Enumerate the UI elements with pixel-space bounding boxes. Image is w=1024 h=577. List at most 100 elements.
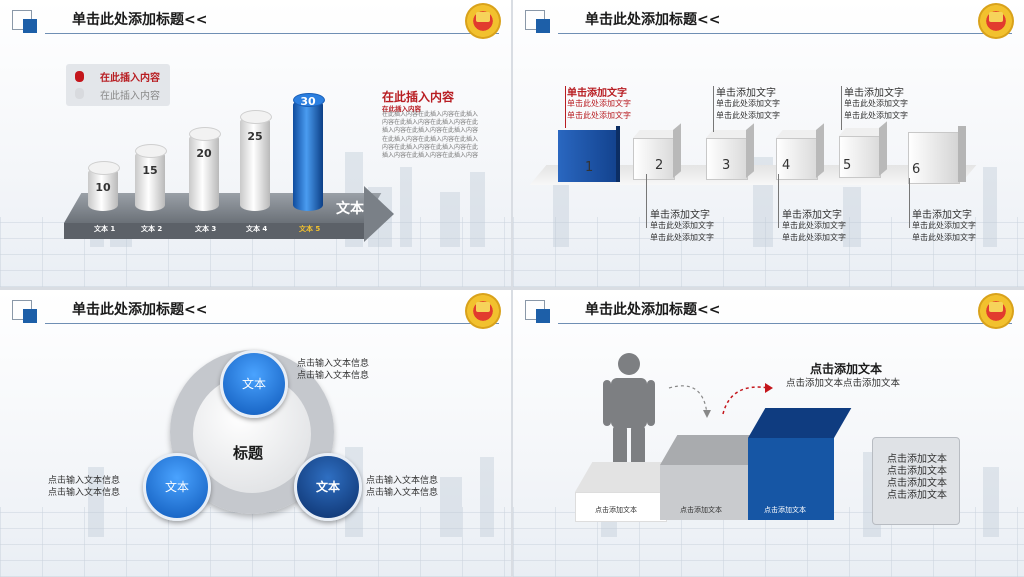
slide-title[interactable]: 单击此处添加标题<< xyxy=(72,302,208,318)
info-text-right[interactable]: 点击输入文本信息 点击输入文本信息 xyxy=(366,475,438,499)
label-title-6[interactable]: 单击添加文字 xyxy=(912,210,972,221)
arrow-text[interactable]: 文本 xyxy=(336,201,364,217)
right-body-text[interactable]: 在此插入内容在此插入内容在此插入内容在此插入内容在此插入内容在此插入内容在此插入… xyxy=(382,111,479,160)
bar-cylinder[interactable]: 20 xyxy=(189,127,221,211)
bar-category-label[interactable]: 文本 2 xyxy=(141,225,163,233)
header-square-blue xyxy=(23,309,37,323)
bar-value-label[interactable]: 15 xyxy=(142,164,158,177)
cube-4[interactable]: 4 xyxy=(776,123,824,180)
connector-line xyxy=(841,86,842,130)
right-subtitle[interactable]: 在此插入内容 xyxy=(382,105,421,113)
slide-title[interactable]: 单击此处添加标题<< xyxy=(585,12,721,28)
step-1[interactable]: 点击添加文本 xyxy=(575,462,683,522)
label-title-1[interactable]: 单击添加文字 xyxy=(567,88,627,99)
grid-floor xyxy=(0,507,511,577)
bar-cylinder[interactable]: 25 xyxy=(240,110,272,211)
label-line[interactable]: 单击此处添加文字 xyxy=(912,233,976,242)
header-line xyxy=(45,33,499,34)
arrow-platform-front xyxy=(64,223,367,239)
slide-1[interactable]: 单击此处添加标题<< 在此插入内容 在此插入内容 文本 10 文本 1 15 文本 2… xyxy=(0,0,511,287)
slide4-subtitle[interactable]: 点击添加文本点击添加文本 xyxy=(786,378,901,389)
bar-value-label[interactable]: 10 xyxy=(95,181,111,194)
connector-line xyxy=(713,86,714,132)
bar-cylinder[interactable]: 10 xyxy=(88,161,120,211)
chart-legend: 在此插入内容 在此插入内容 xyxy=(66,64,170,106)
legend-label-1[interactable]: 在此插入内容 xyxy=(100,73,160,84)
info-text-top[interactable]: 点击输入文本信息 点击输入文本信息 xyxy=(297,358,369,382)
connector-line xyxy=(909,178,910,228)
step-2[interactable]: 点击添加文本 xyxy=(660,435,766,520)
label-line[interactable]: 单击此处添加文字 xyxy=(567,99,631,108)
header-square-blue xyxy=(23,19,37,33)
cube-number: 3 xyxy=(722,158,731,173)
label-title-2[interactable]: 单击添加文字 xyxy=(650,210,710,221)
slide-2[interactable]: 单击此处添加标题<< 1 2 3 4 5 xyxy=(513,0,1024,287)
cube-1[interactable]: 1 xyxy=(558,126,620,182)
label-line[interactable]: 单击此处添加文字 xyxy=(650,233,714,242)
cube-number: 6 xyxy=(912,162,921,177)
bar-cylinder[interactable]: 30 xyxy=(293,93,325,211)
bar-cylinder[interactable]: 15 xyxy=(135,144,167,211)
step-label: 点击添加文本 xyxy=(680,506,722,514)
slide-title[interactable]: 单击此处添加标题<< xyxy=(585,302,721,318)
info-line: 点击输入文本信息 xyxy=(297,371,370,381)
info-line: 点击输入文本信息 xyxy=(48,476,121,486)
bar-value-label[interactable]: 30 xyxy=(300,95,316,108)
slide-header: 单击此处添加标题<< xyxy=(513,0,1024,40)
legend-gray-cylinder-icon xyxy=(75,88,84,99)
cube-3[interactable]: 3 xyxy=(706,123,754,180)
slide4-title[interactable]: 点击添加文本 xyxy=(810,362,883,376)
label-line[interactable]: 单击此处添加文字 xyxy=(650,221,714,230)
header-square-blue xyxy=(536,19,550,33)
label-title-4[interactable]: 单击添加文字 xyxy=(782,210,842,221)
header-line xyxy=(45,323,499,324)
cube-2[interactable]: 2 xyxy=(633,123,681,180)
label-line[interactable]: 单击此处添加文字 xyxy=(782,233,846,242)
cube-number: 4 xyxy=(782,158,791,173)
cube-number: 2 xyxy=(655,158,664,173)
label-line[interactable]: 单击此处添加文字 xyxy=(567,111,631,120)
bar-category-label[interactable]: 文本 4 xyxy=(246,225,268,233)
callout-line: 点击添加文本 xyxy=(887,478,947,489)
cube-6[interactable]: 6 xyxy=(908,126,968,184)
label-line[interactable]: 单击此处添加文字 xyxy=(782,221,846,230)
label-title-3[interactable]: 单击添加文字 xyxy=(716,88,776,99)
right-title[interactable]: 在此插入内容 xyxy=(382,90,455,104)
slide-4[interactable]: 单击此处添加标题<< 点击添加文本 点击添加文本点击添加文本 xyxy=(513,290,1024,577)
bar-cylinder-top xyxy=(240,110,272,124)
callout-box[interactable]: 点击添加文本 点击添加文本 点击添加文本 点击添加文本 xyxy=(872,437,960,525)
info-line: 点击输入文本信息 xyxy=(48,488,121,498)
slide-title[interactable]: 单击此处添加标题<< xyxy=(72,12,208,28)
bar-value-label[interactable]: 25 xyxy=(247,130,263,143)
cycle-node-top[interactable]: 文本 xyxy=(220,350,288,418)
label-line[interactable]: 单击此处添加文字 xyxy=(716,111,780,120)
cube-5[interactable]: 5 xyxy=(839,121,887,178)
bar-value-label[interactable]: 20 xyxy=(196,147,212,160)
bar-category-label[interactable]: 文本 5 xyxy=(299,225,321,233)
callout-line: 点击添加文本 xyxy=(887,490,947,501)
label-line[interactable]: 单击此处添加文字 xyxy=(844,99,908,108)
cube-number: 1 xyxy=(585,160,594,175)
connector-line xyxy=(778,174,779,228)
cycle-node-left[interactable]: 文本 xyxy=(143,453,211,521)
police-emblem-icon xyxy=(978,293,1014,329)
bar-category-label[interactable]: 文本 3 xyxy=(195,225,217,233)
label-line[interactable]: 单击此处添加文字 xyxy=(844,111,908,120)
center-title[interactable]: 标题 xyxy=(233,444,264,462)
label-title-5[interactable]: 单击添加文字 xyxy=(844,88,904,99)
bar-cylinder-top xyxy=(88,161,120,175)
legend-label-2[interactable]: 在此插入内容 xyxy=(100,91,160,102)
label-line[interactable]: 单击此处添加文字 xyxy=(912,221,976,230)
header-line xyxy=(558,323,1012,324)
label-line[interactable]: 单击此处添加文字 xyxy=(716,99,780,108)
step-3[interactable]: 点击添加文本 xyxy=(748,408,852,520)
cycle-node-right[interactable]: 文本 xyxy=(294,453,362,521)
info-line: 点击输入文本信息 xyxy=(366,488,439,498)
info-line: 点击输入文本信息 xyxy=(366,476,439,486)
step-label: 点击添加文本 xyxy=(764,506,806,514)
bar-category-label[interactable]: 文本 1 xyxy=(94,225,116,233)
police-emblem-icon xyxy=(465,293,501,329)
info-text-left[interactable]: 点击输入文本信息 点击输入文本信息 xyxy=(48,475,120,499)
slide-3[interactable]: 单击此处添加标题<< 标题 文本 文本 文本 点击输入文本信息 点击输入文本信息… xyxy=(0,290,511,577)
bar-cylinder-top xyxy=(135,144,167,158)
